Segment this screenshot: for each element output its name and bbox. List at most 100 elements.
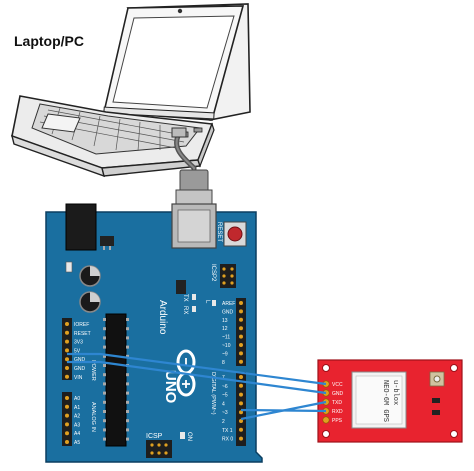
chip-pin bbox=[126, 437, 129, 441]
header-pin bbox=[239, 427, 243, 432]
header-pin-label: A5 bbox=[74, 440, 80, 446]
header-pin bbox=[239, 359, 243, 364]
tx-led-label: TX bbox=[182, 294, 188, 302]
arduino-uno-board: RESET ICSP2 TX RX L bbox=[45, 203, 263, 463]
header-pin bbox=[239, 401, 243, 406]
header-pin bbox=[65, 366, 69, 370]
header-pin bbox=[65, 330, 69, 335]
chip-pin bbox=[103, 327, 106, 331]
chip-pin bbox=[126, 327, 129, 331]
header-pin-label: RESET bbox=[74, 331, 91, 337]
header-pin bbox=[65, 374, 69, 379]
analog-label: ANALOG IN bbox=[90, 402, 96, 432]
header-pin bbox=[239, 383, 243, 388]
header-pin-label: 12 bbox=[222, 326, 228, 332]
chip-pin bbox=[103, 410, 106, 413]
chip-pin bbox=[103, 437, 106, 441]
header-pin-label: ~10 bbox=[222, 343, 231, 349]
header-pin-label: RX 0 bbox=[222, 437, 233, 443]
power-label: POWER bbox=[90, 360, 96, 381]
chip-pin bbox=[103, 400, 106, 404]
header-pin bbox=[239, 351, 243, 356]
header-pin-label: A1 bbox=[74, 405, 80, 411]
chip-pin bbox=[126, 373, 129, 377]
model-label: UNO bbox=[162, 370, 179, 404]
chip-pin bbox=[126, 400, 129, 404]
chip-pin bbox=[103, 354, 106, 358]
header-pin bbox=[65, 440, 69, 444]
gps-pin bbox=[322, 416, 330, 424]
gps-pin-label: PPS bbox=[332, 418, 343, 424]
header-pin bbox=[239, 419, 243, 423]
laptop-illustration bbox=[11, 3, 251, 178]
chip-pin bbox=[103, 345, 106, 349]
power-jack bbox=[65, 203, 97, 251]
reset-label: RESET bbox=[216, 222, 222, 242]
header-pin bbox=[65, 422, 69, 427]
header-pin-label: 4 bbox=[222, 401, 225, 407]
chip-pin bbox=[126, 336, 129, 340]
header-pin bbox=[65, 348, 69, 353]
header-pin-label: A0 bbox=[74, 396, 80, 402]
icsp-header bbox=[146, 440, 172, 458]
header-pin bbox=[239, 334, 243, 339]
header-pin-label: A4 bbox=[74, 431, 80, 437]
gps-pin-label: TXD bbox=[332, 400, 342, 406]
on-led-label: ON bbox=[186, 432, 192, 441]
chip-pin bbox=[126, 391, 129, 395]
header-pin-label: AREF bbox=[222, 301, 235, 307]
header-pin-label: VIN bbox=[74, 375, 83, 381]
gps-pin-label: VCC bbox=[332, 382, 343, 388]
header-pin-label: IOREF bbox=[74, 322, 89, 328]
digital-label: DIGITAL (PWM~) bbox=[210, 372, 216, 415]
chip-pin bbox=[103, 364, 106, 367]
chip-pin bbox=[103, 391, 106, 395]
header-pin-label: TX 1 bbox=[222, 428, 233, 434]
header-pin bbox=[239, 375, 243, 379]
header-pin bbox=[239, 410, 243, 415]
header-pin bbox=[65, 357, 69, 362]
header-pin-label: GND bbox=[74, 366, 86, 372]
gps-pin-label: GND bbox=[332, 391, 344, 397]
chip-pin bbox=[103, 428, 106, 432]
chip-pin bbox=[103, 373, 106, 377]
chip-pin bbox=[126, 419, 129, 423]
header-pin bbox=[239, 343, 243, 347]
header-pin bbox=[65, 431, 69, 436]
rx-led-label: RX bbox=[182, 306, 188, 314]
icsp-label: ICSP bbox=[146, 433, 163, 440]
header-pin bbox=[239, 436, 243, 441]
header-pin bbox=[239, 317, 243, 322]
chip-pin bbox=[126, 345, 129, 349]
wire-d4-rxd bbox=[240, 408, 327, 413]
header-pin-label: 8 bbox=[222, 360, 225, 366]
header-pin-label: ~3 bbox=[222, 410, 228, 416]
header-pin bbox=[239, 392, 243, 397]
header-pin-label: GND bbox=[74, 357, 86, 363]
header-pin-label: 13 bbox=[222, 318, 228, 324]
header-pin-label: 2 bbox=[222, 419, 225, 425]
header-pin bbox=[65, 396, 69, 400]
header-pin-label: ~5 bbox=[222, 393, 228, 399]
wires bbox=[67, 352, 327, 421]
chip-pin bbox=[126, 318, 129, 321]
wire-gnd-gnd bbox=[67, 360, 327, 395]
header-pin-label: GND bbox=[222, 309, 234, 315]
header-pin-label: A3 bbox=[74, 422, 80, 428]
header-pin-label: 5V bbox=[74, 348, 81, 354]
wire-5v-vcc bbox=[67, 352, 327, 386]
gps-pin-label: RXD bbox=[332, 409, 343, 415]
header-pin bbox=[65, 322, 69, 326]
header-pin bbox=[239, 326, 243, 331]
reset-button bbox=[227, 226, 243, 242]
header-pin bbox=[65, 404, 69, 409]
header-pin bbox=[239, 301, 243, 305]
chip-pin bbox=[103, 382, 106, 386]
header-pin-label: ~9 bbox=[222, 351, 228, 357]
